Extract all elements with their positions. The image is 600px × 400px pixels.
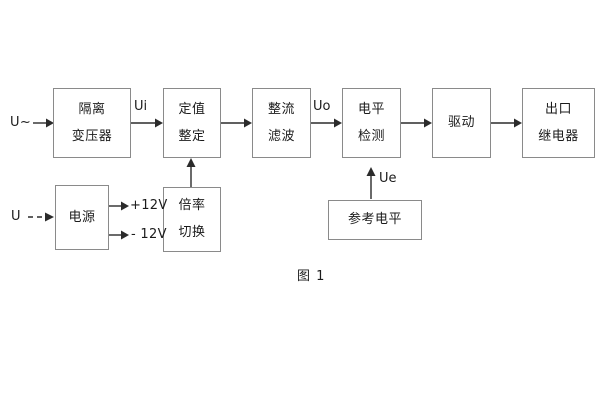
block-level-detection: 电平 检测 — [342, 88, 401, 158]
block-label-line-2: 变压器 — [71, 128, 113, 144]
signal-label-uo: Uo — [313, 99, 331, 114]
signal-label-ue: Ue — [379, 171, 397, 186]
block-drive: 驱动 — [432, 88, 491, 158]
figure-caption: 图 1 — [297, 269, 326, 284]
input-label-ac: U~ — [10, 115, 32, 130]
block-label-line-2: 整定 — [178, 128, 206, 144]
block-isolation-transformer: 隔离 变压器 — [53, 88, 131, 158]
block-rectify-filter: 整流 滤波 — [252, 88, 311, 158]
rail-label-positive: +12V — [130, 198, 168, 213]
block-output-relay: 出口 继电器 — [522, 88, 595, 158]
block-label-line-1: 电平 — [357, 101, 385, 117]
block-label-line-1: 电源 — [68, 209, 96, 225]
block-label-line-1: 倍率 — [178, 198, 206, 214]
block-label-line-2: 继电器 — [538, 128, 579, 144]
block-label-line-2: 切换 — [178, 225, 206, 240]
block-label-line-2: 滤波 — [267, 128, 295, 144]
signal-label-ui: Ui — [134, 99, 148, 114]
block-label-line-1: 整流 — [267, 101, 295, 117]
block-setting-value: 定值 整定 — [163, 88, 221, 158]
rail-label-negative: - 12V — [131, 227, 167, 242]
block-label-line-1: 定值 — [178, 101, 206, 117]
input-label-dc: U — [11, 209, 21, 224]
block-label-line-1: 驱动 — [447, 115, 475, 131]
block-reference-level: 参考电平 — [328, 200, 422, 240]
block-label-line-2: 检测 — [357, 128, 385, 144]
block-label-line-1: 出口 — [544, 101, 572, 117]
block-power-supply: 电源 — [55, 185, 109, 250]
block-label-line-1: 参考电平 — [347, 212, 402, 228]
block-label-line-1: 隔离 — [78, 101, 106, 117]
block-multiplier-switch: 倍率 切换 — [163, 187, 221, 252]
